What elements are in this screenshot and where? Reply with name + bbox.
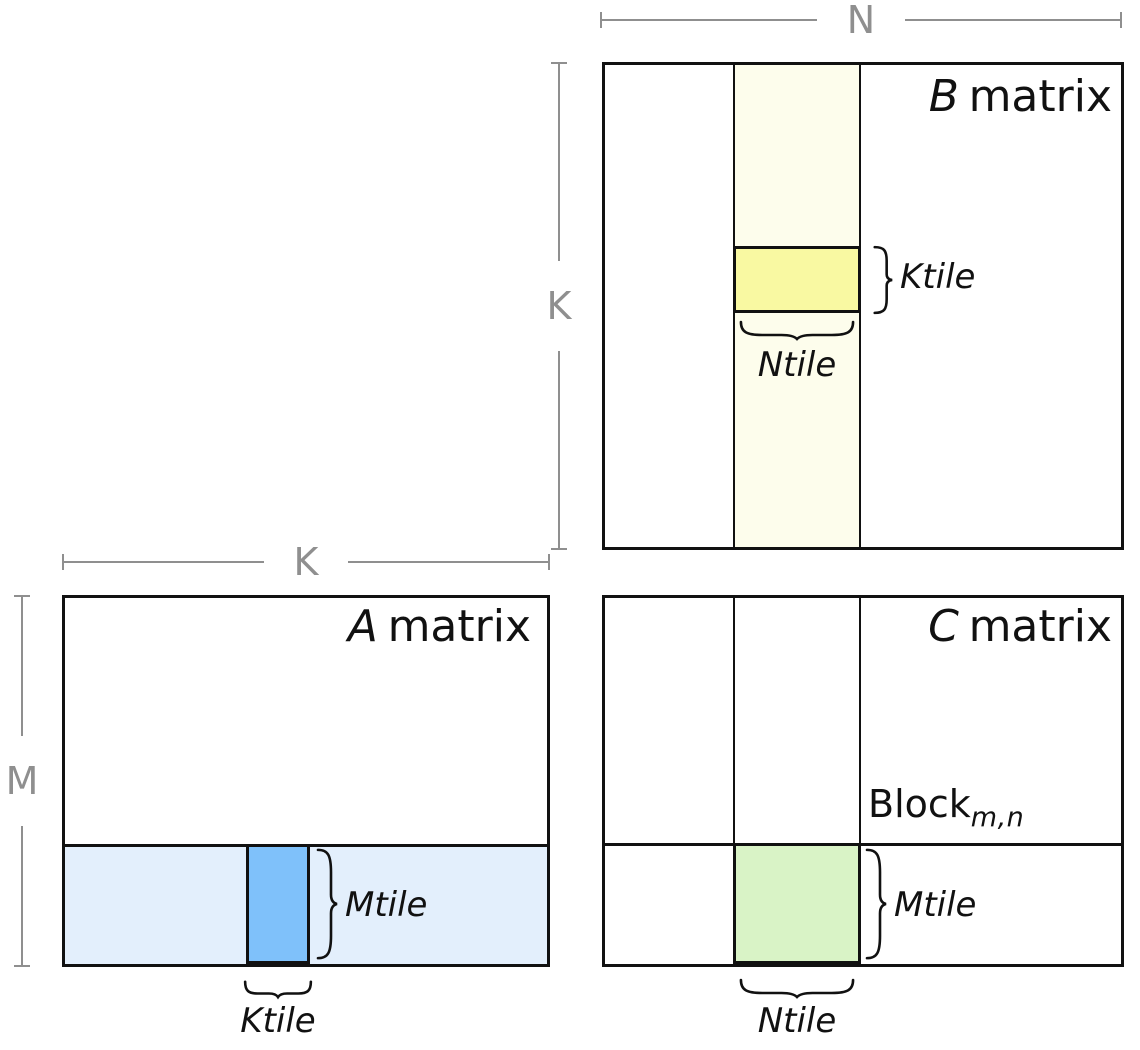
a-ktile-tile [246,844,310,964]
a-mtile-label: Mtile [345,885,428,925]
b-ntile-brace [739,320,855,340]
c-column-divider-right [859,598,861,964]
matrix-c-letter: C [928,601,959,652]
dimension-line-segment [21,826,23,965]
c-block-tile [733,843,861,964]
curly-brace-under-icon [739,320,855,340]
matrix-c-word: matrix [968,601,1112,652]
c-ntile-label: Ntile [757,1001,837,1041]
dimension-tick [14,595,30,597]
dimension-tick [551,548,567,550]
n-dimension-label: N [846,0,876,42]
c-block-annotation: Blockm,n [868,782,1025,833]
c-row-divider [605,843,1121,846]
k-dimension-label-b: K [546,284,572,328]
matrix-b-letter: B [928,71,959,122]
dimension-tick [600,12,602,28]
m-dimension-label: M [5,759,39,803]
curly-brace-right-icon [315,848,339,960]
a-ktile-brace [244,980,312,998]
m-dimension-line: M [6,595,38,967]
b-ntile-label: Ntile [757,345,837,385]
c-ntile-brace [739,978,855,998]
dimension-line-segment [348,561,549,563]
c-mtile-label: Mtile [894,885,977,925]
dimension-tick [62,554,64,570]
matrix-c-box [602,595,1124,967]
curly-brace-right-icon [872,246,894,314]
b-ktile-brace [872,246,894,314]
curly-brace-under-icon [739,978,855,998]
curly-brace-under-icon [244,980,312,998]
c-mtile-brace [864,848,888,960]
dimension-tick [1120,12,1122,28]
matrix-b-word: matrix [968,71,1112,122]
k-dimension-line-a: K [62,543,551,581]
matrix-a-letter: A [347,601,378,652]
matrix-a-box [62,595,550,967]
matrix-a-word: matrix [387,601,531,652]
dimension-line-segment [558,64,560,261]
dimension-line-segment [905,19,1120,21]
dimension-line-segment [558,351,560,548]
a-mtile-brace [315,848,339,960]
dimension-tick [14,965,30,967]
dimension-line-segment [602,19,817,21]
b-ktile-label: Ktile [900,257,976,297]
curly-brace-right-icon [864,848,888,960]
b-ktile-tile [733,246,861,313]
c-block-word: Block [868,782,971,826]
c-block-subscript: m,n [970,802,1025,833]
a-ktile-label: Ktile [240,1001,316,1041]
matrix-b-box [602,62,1124,550]
c-column-divider-left [733,598,735,964]
dimension-line-segment [21,597,23,736]
n-dimension-line: N [600,1,1122,39]
k-dimension-line-b: K [546,62,572,550]
dimension-tick [551,62,567,64]
dimension-line-segment [64,561,264,563]
dimension-tick [548,554,551,570]
k-dimension-label-a: K [293,540,319,584]
